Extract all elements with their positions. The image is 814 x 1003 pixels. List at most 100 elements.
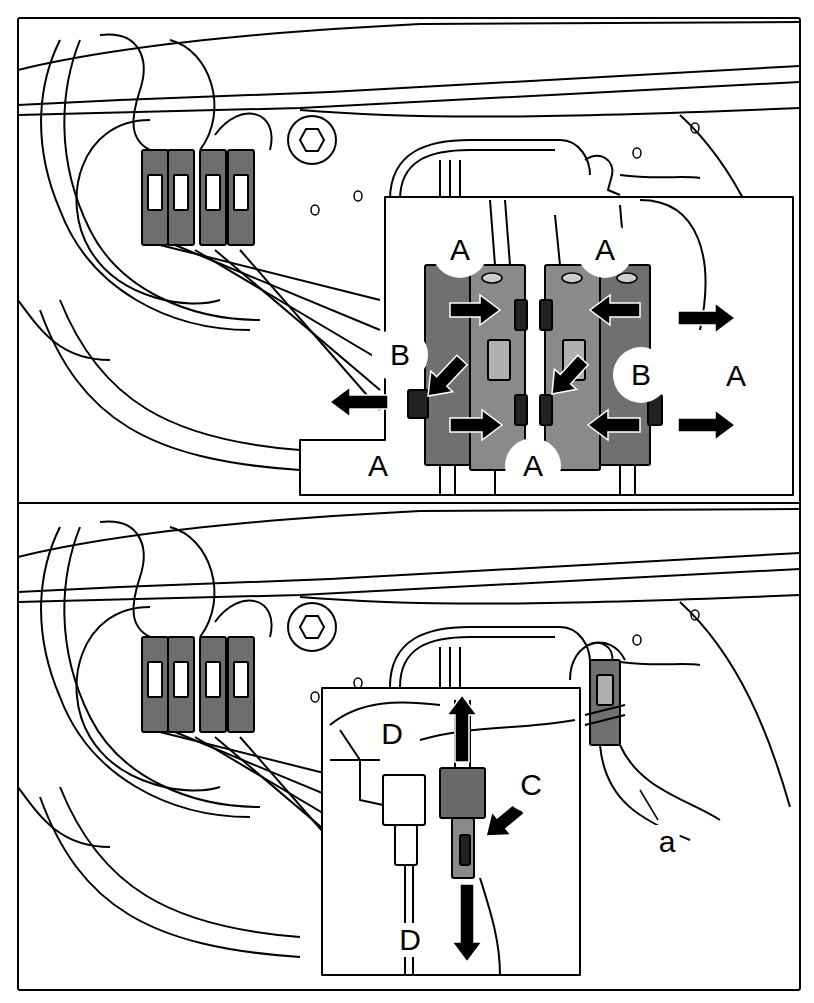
wire-loop <box>60 787 300 937</box>
lock-tab <box>460 835 470 865</box>
body-edge <box>300 108 800 117</box>
lock-tab <box>515 395 527 425</box>
connector-latch <box>174 175 188 210</box>
wire-loop <box>77 120 221 303</box>
inset-frame <box>300 197 793 495</box>
wire-loop <box>390 627 590 687</box>
direction-arrow <box>450 410 502 440</box>
body-hole <box>311 692 319 702</box>
direction-arrow <box>428 355 467 396</box>
wire-loop <box>215 601 272 637</box>
callout-letter: A <box>722 359 750 393</box>
body-hole <box>633 148 641 158</box>
lower-connector <box>570 643 720 840</box>
connector-latch <box>597 675 613 705</box>
connector-latch <box>206 662 220 697</box>
wire-loop <box>215 114 272 150</box>
bolt-washer <box>288 603 336 651</box>
inset-frame <box>322 688 580 975</box>
body-edge <box>18 553 800 592</box>
connector-housing <box>200 637 226 732</box>
harness-wire <box>175 245 380 330</box>
body-hole <box>691 123 699 133</box>
connector-housing <box>168 150 194 245</box>
bolt-head <box>300 616 324 638</box>
connector-housing <box>470 265 525 470</box>
callout-letter: A <box>364 449 392 483</box>
direction-arrow <box>590 295 640 325</box>
connector-latch <box>148 175 162 210</box>
body-hole <box>354 191 362 201</box>
terminal-top <box>562 273 582 283</box>
connector-housing <box>228 637 254 732</box>
wire-loop <box>440 160 460 200</box>
wire <box>480 878 500 975</box>
wire-loop <box>64 527 260 807</box>
wire-loop <box>100 521 150 637</box>
body-edge <box>18 66 800 105</box>
connector-latch <box>234 175 248 210</box>
body-edge <box>680 602 790 807</box>
connector-housing <box>452 818 474 878</box>
wire-clip <box>620 662 700 665</box>
direction-arrow <box>678 303 735 333</box>
tape <box>585 705 625 725</box>
lock-tab <box>540 395 552 425</box>
leader-line <box>640 790 658 820</box>
terminal-top <box>617 273 637 283</box>
direction-arrow <box>330 387 388 417</box>
body-hole <box>633 635 641 645</box>
harness-wire <box>215 250 380 390</box>
connector-housing <box>200 150 226 245</box>
body-hole <box>354 678 362 688</box>
direction-arrow <box>678 410 735 440</box>
body-hole <box>691 610 699 620</box>
connector-housing <box>168 637 194 732</box>
wire-loop <box>64 40 260 320</box>
connector-latch <box>206 175 220 210</box>
wire-loop <box>60 300 300 450</box>
harness-wire <box>240 250 380 410</box>
direction-arrow <box>447 695 477 762</box>
wire-loop <box>170 527 214 637</box>
callout-letter: A <box>505 438 561 494</box>
body-edge <box>300 595 800 604</box>
connector-latch <box>174 662 188 697</box>
wire-loop <box>390 140 590 200</box>
direction-arrow <box>452 884 482 962</box>
body-hole <box>311 205 319 215</box>
direction-arrow <box>552 355 588 394</box>
upper-inset <box>300 197 793 495</box>
direction-arrow <box>450 295 500 325</box>
terminal-top <box>482 273 502 283</box>
callout-letter: A <box>577 222 633 278</box>
wire <box>405 865 413 975</box>
connector-latch <box>234 662 248 697</box>
wire-loop <box>400 150 555 200</box>
wire-loop <box>170 40 214 150</box>
connector-housing <box>142 150 168 245</box>
lower-inset <box>322 688 580 975</box>
callout-letter: B <box>613 347 669 403</box>
callout-letter: a <box>655 825 680 859</box>
wire <box>620 745 720 820</box>
connector-housing <box>395 825 417 865</box>
bolt-washer <box>288 116 336 164</box>
wire-loop <box>440 647 460 687</box>
connector-housing <box>425 265 470 465</box>
body-edge <box>420 509 800 511</box>
callout-letter: D <box>395 923 425 957</box>
connector-latch <box>488 340 510 380</box>
connector-latch <box>148 662 162 697</box>
connector-housing <box>142 637 168 732</box>
callout-letter: D <box>377 717 407 751</box>
connector-housing <box>440 768 485 818</box>
wire-loop <box>77 607 221 790</box>
connector-housing <box>590 660 620 745</box>
callout-letter: C <box>503 757 559 813</box>
connector-housing <box>228 150 254 245</box>
connector-housing <box>383 775 425 825</box>
body-edge <box>420 22 800 24</box>
